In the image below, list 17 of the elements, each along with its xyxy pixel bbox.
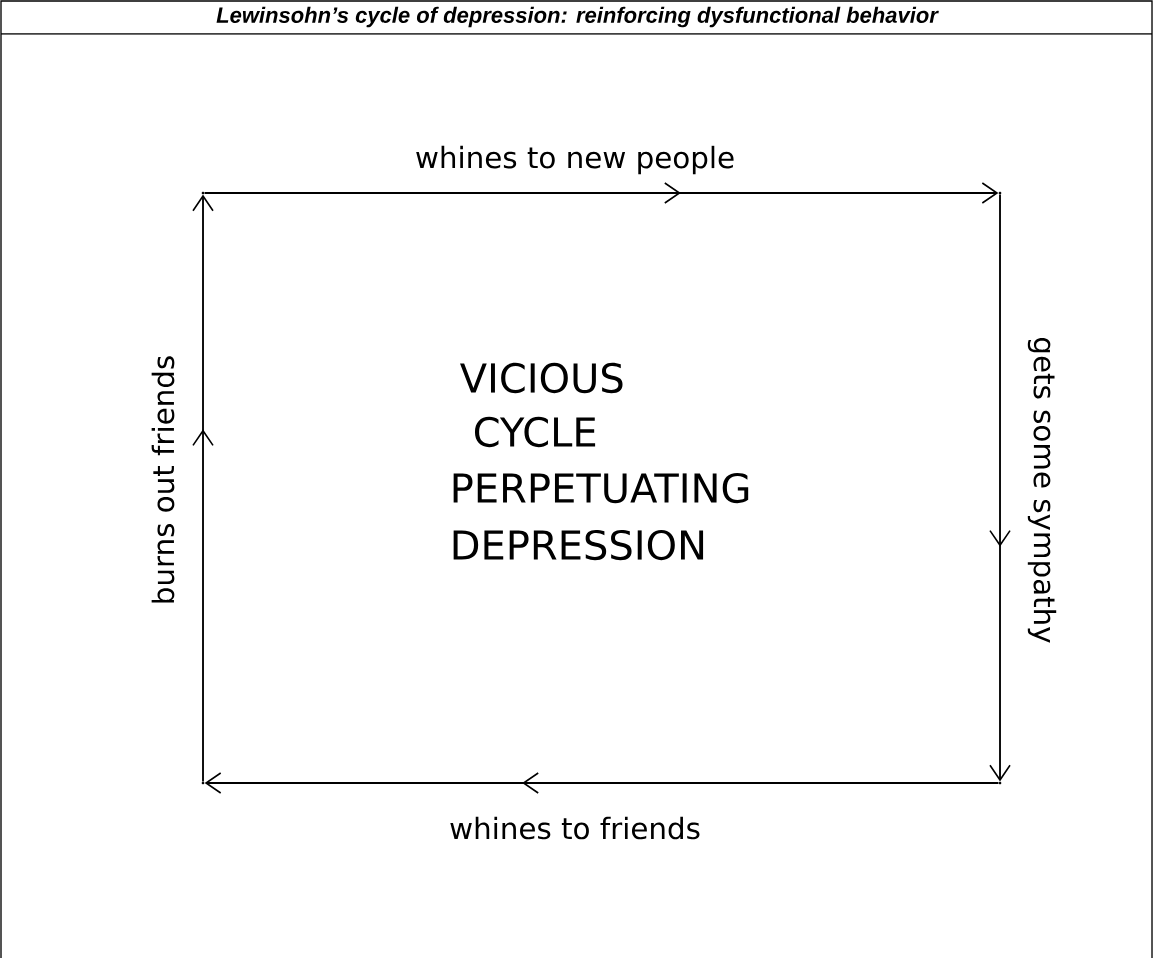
edge-label: whines to new people bbox=[416, 145, 734, 175]
arrow bbox=[192, 194, 214, 783]
edge-label: gets some sympathy bbox=[1027, 338, 1057, 643]
arrow bbox=[204, 772, 1000, 794]
corner-point bbox=[998, 781, 1002, 785]
corner-point bbox=[998, 191, 1002, 195]
center-text: PERPETUATING bbox=[453, 472, 749, 504]
corner-point bbox=[201, 191, 205, 195]
edge-label: burns out friends bbox=[151, 356, 175, 603]
corner-point bbox=[201, 781, 205, 785]
center-text: CYCLE bbox=[474, 416, 596, 448]
title: Lewinsohn’s cycle of depression: reinforcing dysfunctional behavior bbox=[216, 6, 939, 28]
arrow bbox=[989, 193, 1011, 782]
center-text: VICIOUS bbox=[460, 362, 623, 394]
center-text: DEPRESSION bbox=[453, 529, 704, 561]
edge-label: whines to friends bbox=[450, 816, 700, 840]
arrow bbox=[203, 182, 999, 204]
